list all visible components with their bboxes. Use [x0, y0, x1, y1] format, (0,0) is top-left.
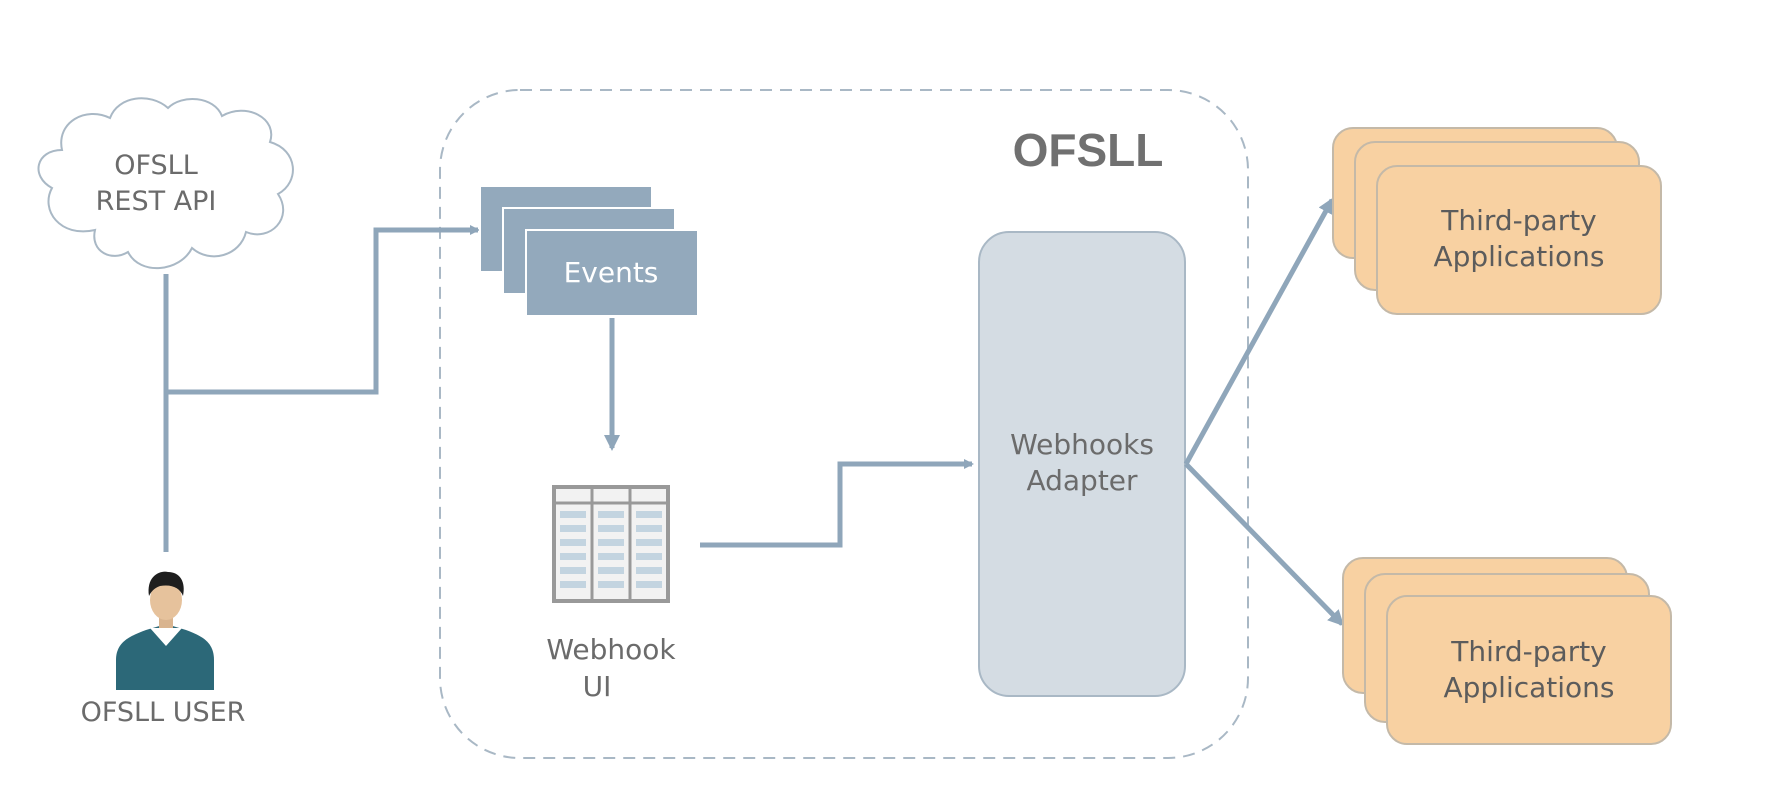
events-stack: Events — [479, 185, 699, 317]
rest-api-label-line2: REST API — [96, 186, 217, 217]
adapter-label-line2: Adapter — [1026, 464, 1138, 497]
third-party-bottom-label-line1: Third-party — [1450, 635, 1607, 668]
webhooks-adapter-box — [978, 231, 1186, 697]
third-party-apps-bottom: Third-party Applications — [1342, 557, 1672, 745]
ofsll-boundary — [439, 89, 1249, 759]
user-icon — [116, 571, 214, 690]
user-label: OFSLL USER — [81, 697, 246, 728]
third-party-bottom-label-line2: Applications — [1443, 671, 1614, 704]
webhook-ui-label-line1: Webhook — [546, 633, 676, 666]
adapter-to-bottom-apps-arrow — [1184, 462, 1345, 627]
events-card-front — [525, 229, 699, 317]
webhook-ui-to-adapter-connector — [700, 459, 974, 548]
user-shirt — [116, 624, 214, 690]
user-to-events-connector — [166, 225, 480, 395]
third-party-top-label-line1: Third-party — [1440, 204, 1597, 237]
webhook-ui-table-icon — [552, 485, 670, 603]
rest-api-cloud: OFSLL REST API — [37, 97, 294, 269]
adapter-label-line1: Webhooks — [1010, 428, 1154, 461]
events-label: Events — [564, 256, 659, 289]
third-party-top-label-line2: Applications — [1433, 240, 1604, 273]
app-card-front — [1376, 165, 1662, 315]
ofsll-title: OFSLL — [1013, 124, 1164, 176]
third-party-apps-top: Third-party Applications — [1332, 127, 1662, 315]
rest-api-label-line1: OFSLL — [114, 150, 198, 181]
cloud-icon — [37, 97, 294, 269]
webhook-ui-label-line2: UI — [583, 670, 612, 703]
adapter-to-top-apps-arrow — [1183, 197, 1335, 466]
app-card-front — [1386, 595, 1672, 745]
